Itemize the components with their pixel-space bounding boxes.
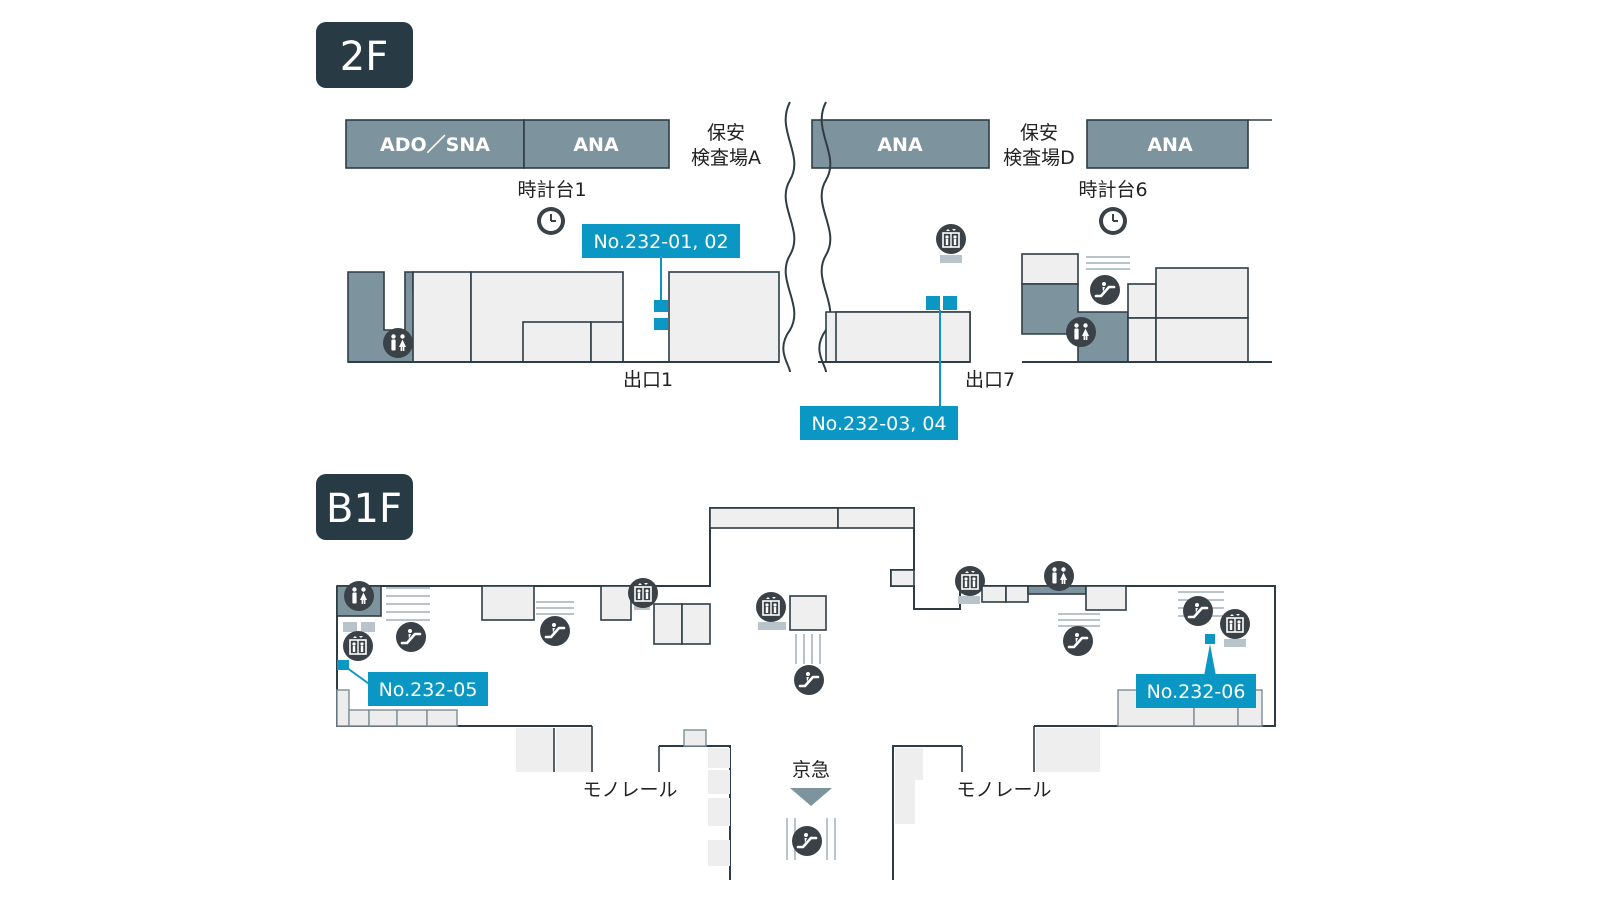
b1f-left-block — [336, 581, 458, 727]
security-a-label-line1: 保安 — [707, 122, 745, 144]
floor-badge-b1f: B1F — [316, 474, 413, 540]
keikyu-label: 京急 — [792, 759, 830, 781]
callout-232-01-02-text: No.232-01, 02 — [593, 231, 728, 253]
escalator-icon[interactable] — [792, 826, 822, 856]
b1f-right-middle — [955, 561, 1127, 656]
security-d-label-line2: 検査場D — [1003, 147, 1075, 169]
keikyu-entrance[interactable]: 京急 — [786, 759, 836, 860]
escalator-icon[interactable] — [1090, 275, 1120, 305]
map-break — [782, 101, 832, 373]
clock-icon[interactable] — [1098, 206, 1128, 236]
escalator-icon[interactable] — [794, 665, 824, 695]
exit7-label: 出口7 — [965, 369, 1015, 391]
counter-ado-sna[interactable]: ADO／SNA — [345, 119, 525, 169]
floor-b1f: B1F — [316, 474, 1276, 880]
location-marker-232-06[interactable] — [1205, 634, 1215, 644]
clock-icon[interactable] — [536, 206, 566, 236]
elevator-icon[interactable] — [756, 592, 786, 622]
clock1-label: 時計台1 — [517, 179, 586, 201]
exit1-label: 出口1 — [623, 369, 673, 391]
restroom-icon[interactable] — [344, 581, 374, 611]
callout-232-03-04-text: No.232-03, 04 — [811, 413, 946, 435]
restroom-icon[interactable] — [1066, 317, 1096, 347]
escalator-icon[interactable] — [1183, 596, 1213, 626]
counter-ana-1-label: ANA — [573, 134, 619, 156]
escalator-icon[interactable] — [1063, 626, 1093, 656]
location-marker-232-01-02[interactable] — [654, 300, 668, 330]
restroom-icon[interactable] — [383, 328, 413, 358]
b1f-lower-left: モノレール — [516, 726, 730, 866]
callout-232-05[interactable]: No.232-05 — [342, 664, 488, 706]
counter-ana-3-label: ANA — [1147, 134, 1193, 156]
elevator-icon[interactable] — [955, 566, 985, 596]
building-2f-right — [1021, 253, 1272, 363]
elevator-icon[interactable] — [343, 631, 373, 661]
counter-ana-1[interactable]: ANA — [523, 119, 670, 169]
floor-2f: 2F ADO／SNA ANA ANA ANA 保安 検査場A 保安 検査場D 時… — [316, 22, 1272, 440]
floor-badge-2f-text: 2F — [340, 34, 388, 80]
floor-badge-b1f-text: B1F — [326, 486, 402, 532]
callout-232-03-04[interactable]: No.232-03, 04 — [800, 310, 958, 440]
callout-232-05-text: No.232-05 — [379, 679, 478, 701]
clock6-label: 時計台6 — [1078, 179, 1147, 201]
escalator-icon[interactable] — [540, 616, 570, 646]
callout-232-01-02[interactable]: No.232-01, 02 — [582, 224, 740, 300]
counter-ana-3[interactable]: ANA — [1086, 119, 1249, 169]
building-2f-center — [818, 224, 971, 363]
floor-badge-2f: 2F — [316, 22, 413, 88]
arrow-down-icon — [790, 788, 832, 806]
b1f-top-center — [709, 507, 915, 587]
callout-232-06[interactable]: No.232-06 — [1136, 644, 1256, 708]
restroom-icon[interactable] — [1044, 561, 1074, 591]
building-2f-left — [347, 271, 780, 363]
b1f-center — [756, 592, 827, 695]
b1f-left-middle — [481, 578, 711, 646]
security-a-label-line2: 検査場A — [691, 147, 761, 169]
callout-232-06-text: No.232-06 — [1147, 681, 1246, 703]
b1f-lower-right: モノレール — [895, 726, 1100, 824]
security-d-label-line1: 保安 — [1020, 122, 1058, 144]
monorail-left-label: モノレール — [582, 779, 677, 801]
elevator-icon[interactable] — [936, 224, 966, 254]
counter-ana-2-label: ANA — [877, 134, 923, 156]
elevator-icon[interactable] — [1220, 609, 1250, 639]
location-marker-232-03-04[interactable] — [926, 296, 957, 310]
escalator-icon[interactable] — [396, 622, 426, 652]
monorail-right-label: モノレール — [956, 779, 1051, 801]
counter-ana-2[interactable]: ANA — [811, 119, 990, 169]
counter-ado-sna-label: ADO／SNA — [380, 133, 490, 156]
